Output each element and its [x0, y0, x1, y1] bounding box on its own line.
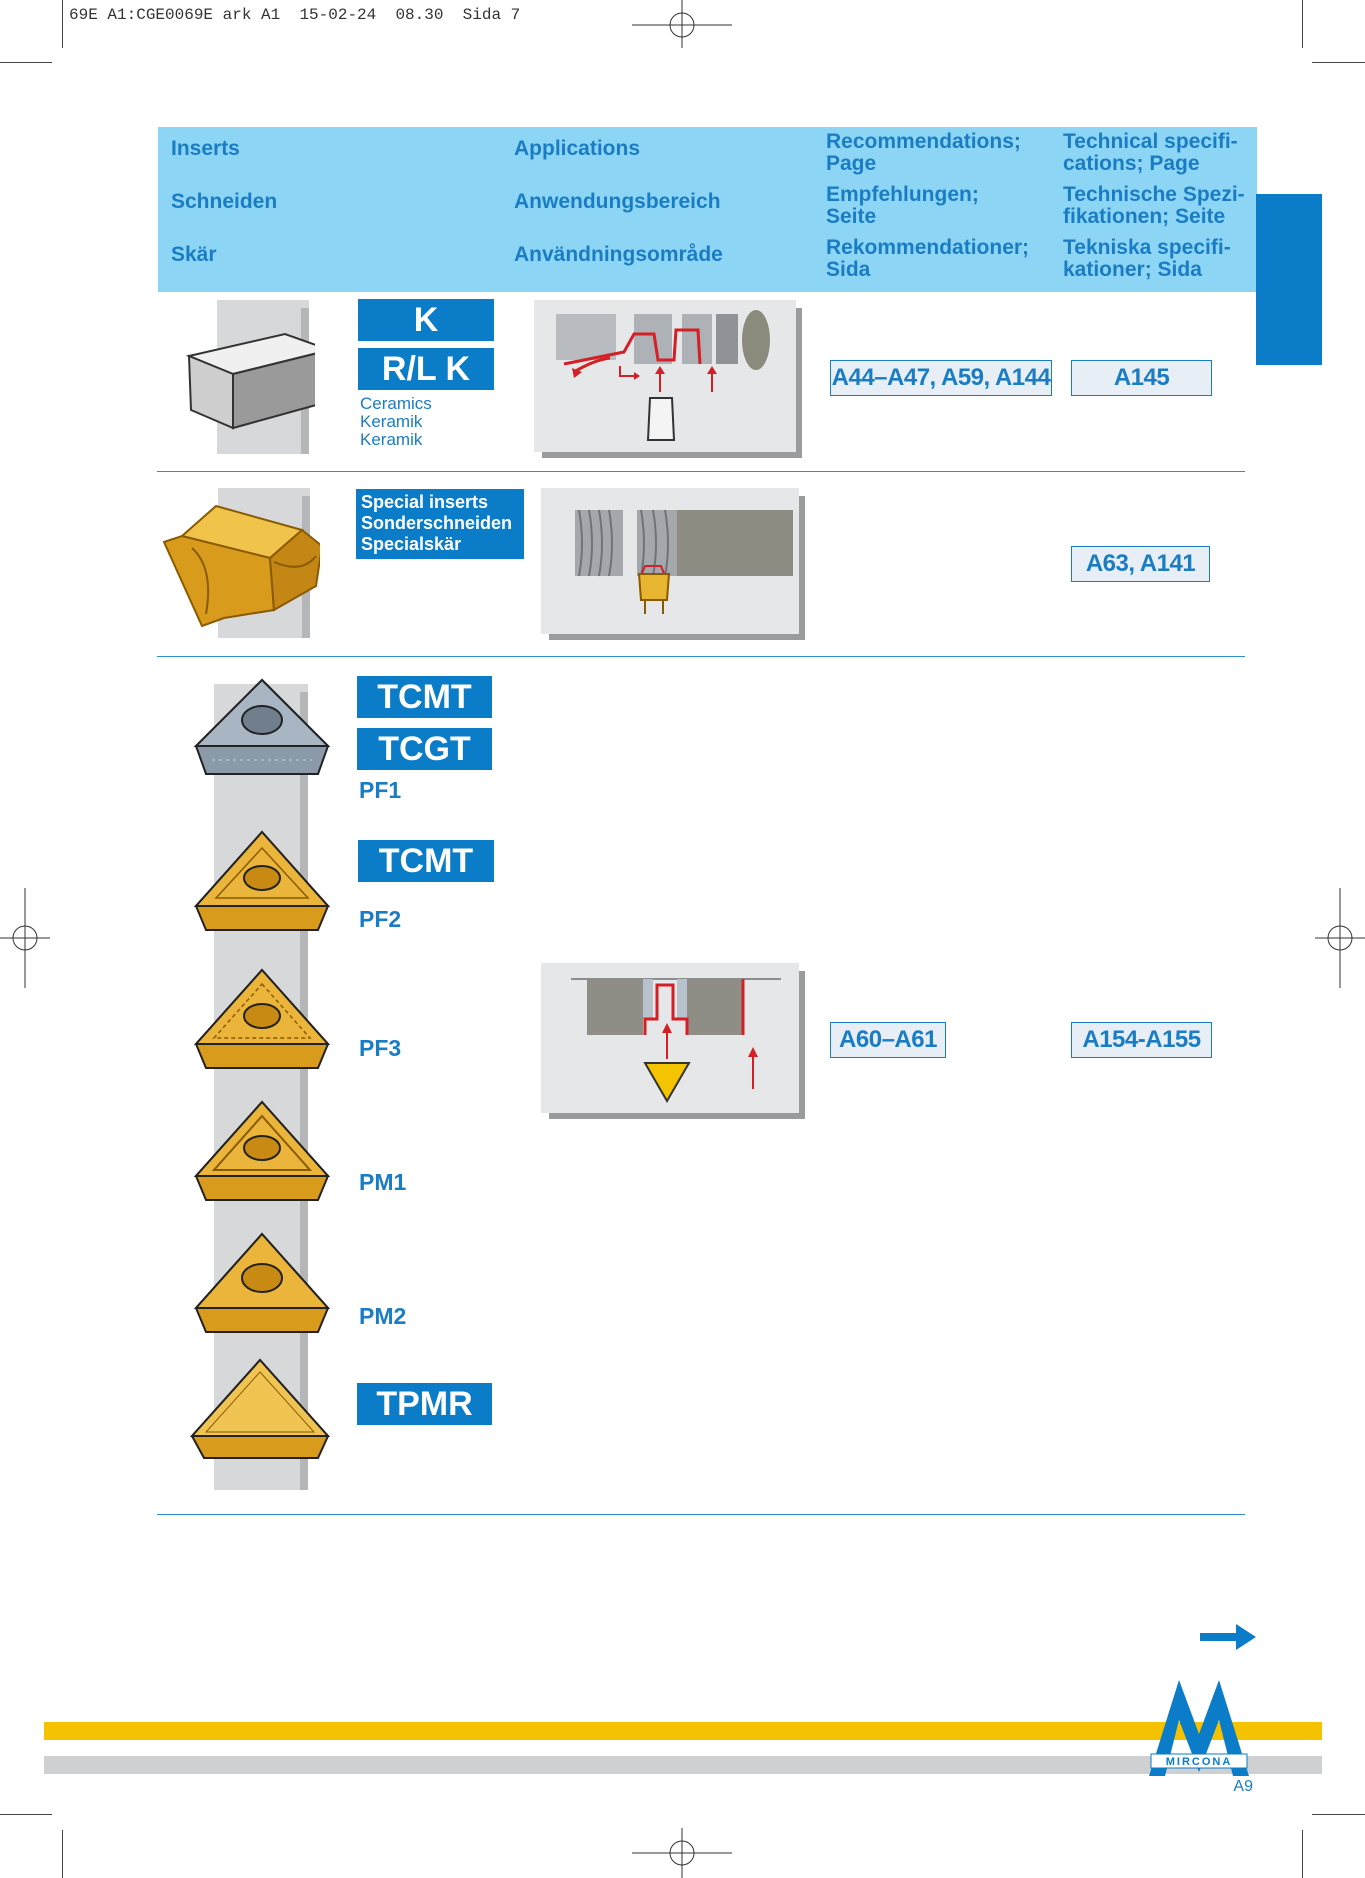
row-divider [157, 656, 1245, 657]
ceramics-en: Ceramics [360, 394, 432, 413]
crop-mark [1302, 0, 1303, 48]
header-applications-de: Anwendungsbereich [514, 190, 721, 213]
registration-mark-bottom [632, 1828, 732, 1878]
row-divider [157, 471, 1245, 472]
footer-yellow-band [44, 1722, 1322, 1740]
next-page-arrow-icon[interactable] [1198, 1622, 1258, 1652]
header-inserts-sv: Skär [171, 243, 217, 266]
crop-mark [1302, 1830, 1303, 1878]
footer-gray-band [44, 1756, 1322, 1774]
application-diagram-grooving-ceramic [534, 300, 802, 458]
label-tcmt-1: TCMT [357, 676, 492, 718]
registration-mark-left [0, 888, 50, 988]
ceramics-de: Keramik [360, 412, 423, 431]
application-diagram-turning [541, 963, 805, 1119]
special-inserts-label: Special inserts Sonderschneiden Specials… [356, 489, 524, 559]
insert-backdrop [214, 684, 308, 1490]
registration-mark-right [1315, 888, 1365, 988]
header-inserts-de: Schneiden [171, 190, 278, 213]
crop-mark [1312, 62, 1365, 63]
pm2-insert-icon [193, 1232, 331, 1333]
label-tcgt: TCGT [357, 728, 492, 770]
table-header [158, 127, 1257, 292]
header-recommendations-de: Empfehlungen; Seite [826, 183, 979, 228]
crop-mark [1312, 1814, 1365, 1815]
tcmt-pf2-insert-icon [193, 830, 331, 931]
header-applications-en: Applications [514, 137, 641, 160]
header-inserts-en: Inserts [171, 137, 240, 160]
header-technical-en: Technical specifi- cations; Page [1063, 130, 1238, 175]
application-diagram-thread-profile [541, 488, 805, 640]
header-technical-de: Technische Spezi- fikationen; Seite [1063, 183, 1245, 228]
grade-pf3: PF3 [359, 1035, 402, 1061]
row-divider [157, 1514, 1245, 1515]
crop-mark [0, 62, 52, 63]
page-number: A9 [1233, 1778, 1253, 1795]
crop-mark [62, 1830, 63, 1878]
header-technical-sv: Tekniska specifi- kationer; Sida [1063, 236, 1231, 281]
special-insert-icon [162, 488, 320, 638]
label-rl-k: R/L K [358, 348, 494, 390]
crop-mark [0, 1814, 52, 1815]
section-side-tab [1256, 194, 1322, 365]
logo-text: MIRCONA [1166, 1756, 1233, 1768]
row1-recommendations[interactable]: A44–A47, A59, A144 [830, 360, 1052, 396]
label-tpmr: TPMR [357, 1383, 492, 1425]
header-recommendations-en: Recommendations; Page [826, 130, 1021, 175]
pm1-insert-icon [193, 1100, 331, 1201]
special-inserts-en: Special inserts [361, 492, 489, 512]
label-tcmt-2: TCMT [358, 840, 494, 882]
special-inserts-de: Sonderschneiden [361, 513, 513, 533]
row3-technical[interactable]: A154-A155 [1071, 1022, 1212, 1058]
ceramic-insert-icon [185, 300, 315, 454]
registration-mark-top [632, 0, 732, 48]
crop-mark [62, 0, 63, 48]
insert-backdrop-shadow [300, 692, 308, 1490]
special-inserts-sv: Specialskär [361, 534, 462, 554]
grade-pm2: PM2 [359, 1303, 407, 1329]
row2-technical[interactable]: A63, A141 [1071, 546, 1210, 582]
header-applications-sv: Användningsområde [514, 243, 723, 266]
row1-technical[interactable]: A145 [1071, 360, 1212, 396]
row3-recommendations[interactable]: A60–A61 [830, 1022, 946, 1058]
tpmr-insert-icon [190, 1358, 331, 1459]
header-recommendations-sv: Rekommendationer; Sida [826, 236, 1030, 281]
label-k: K [358, 299, 494, 341]
pf3-insert-icon [193, 968, 331, 1069]
tcmt-pf1-insert-icon [193, 678, 331, 775]
mircona-logo: MIRCONA [1149, 1680, 1249, 1776]
grade-pf1: PF1 [359, 777, 402, 803]
ceramics-sv: Keramik [360, 430, 423, 449]
grade-pm1: PM1 [359, 1169, 407, 1195]
print-header: 69E A1:CGE0069E ark A1 15-02-24 08.30 Si… [69, 6, 521, 24]
grade-pf2: PF2 [359, 906, 402, 932]
